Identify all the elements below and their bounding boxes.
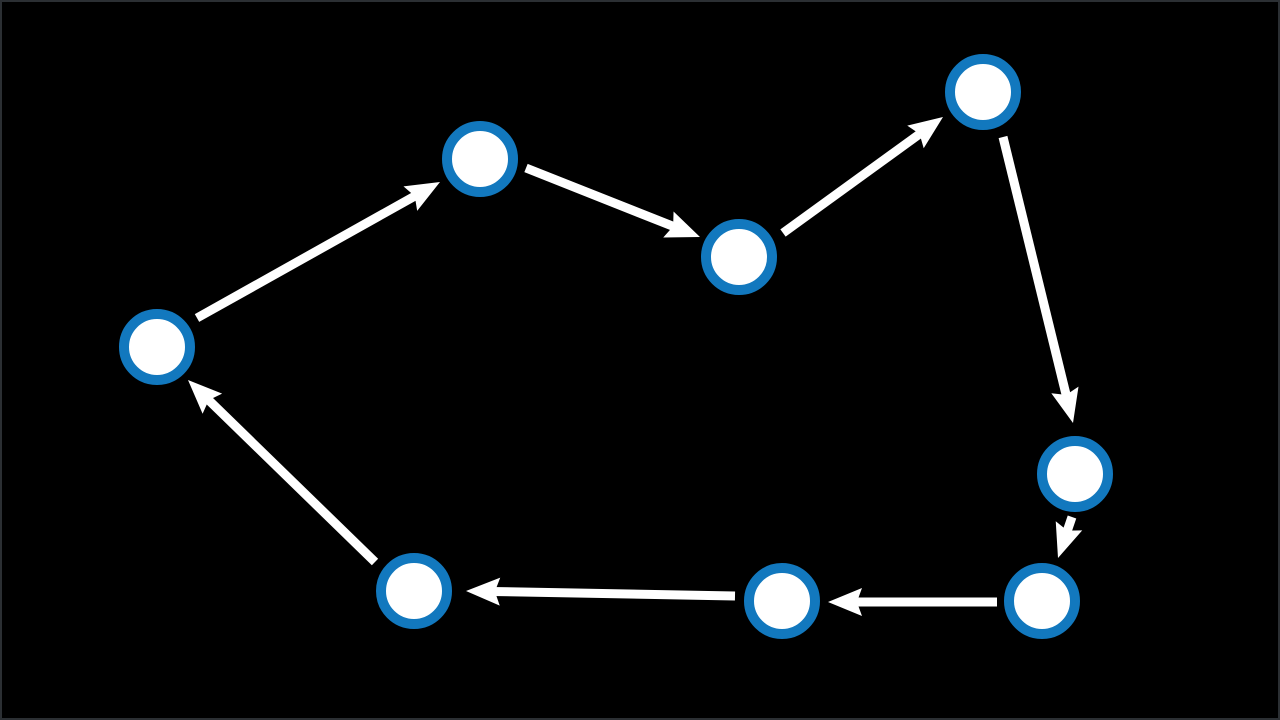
graph-node-bottom-middle	[744, 563, 820, 639]
graph-edge-shaft-node-bottom-middle-to-node-bottom-left	[491, 586, 736, 601]
graph-edge-shaft-node-left-to-node-upper-left	[194, 190, 420, 322]
graph-node-upper-left	[442, 121, 518, 197]
graph-edge-arrowhead-node-left-to-node-upper-left	[403, 182, 440, 211]
graph-node-top-right	[945, 54, 1021, 130]
graph-edge-arrowhead-node-right-to-node-bottom-right	[1055, 521, 1083, 558]
graph-edge-shaft-node-top-right-to-node-right	[998, 135, 1072, 400]
graph-node-bottom-right	[1004, 563, 1080, 639]
graph-node-left	[119, 309, 195, 385]
graph-node-bottom-left	[376, 553, 452, 629]
graph-edge-arrowhead-node-bottom-middle-to-node-bottom-left	[466, 577, 501, 606]
graph-node-top-middle	[701, 219, 777, 295]
graph-edge-arrowhead-node-bottom-left-to-node-left	[188, 380, 223, 414]
graph-edge-shaft-node-bottom-left-to-node-left	[203, 394, 379, 566]
graph-edge-shaft-node-top-middle-to-node-top-right	[780, 128, 925, 237]
graph-edge-arrowhead-node-bottom-right-to-node-bottom-middle	[828, 588, 862, 616]
graph-edge-shaft-node-upper-left-to-node-top-middle	[524, 163, 678, 232]
graph-edge-arrowhead-node-upper-left-to-node-top-middle	[663, 211, 700, 238]
graph-edge-arrowhead-node-top-right-to-node-right	[1051, 386, 1079, 423]
graph-node-right	[1037, 436, 1113, 512]
graph-edge-arrowhead-node-top-middle-to-node-top-right	[907, 117, 943, 149]
